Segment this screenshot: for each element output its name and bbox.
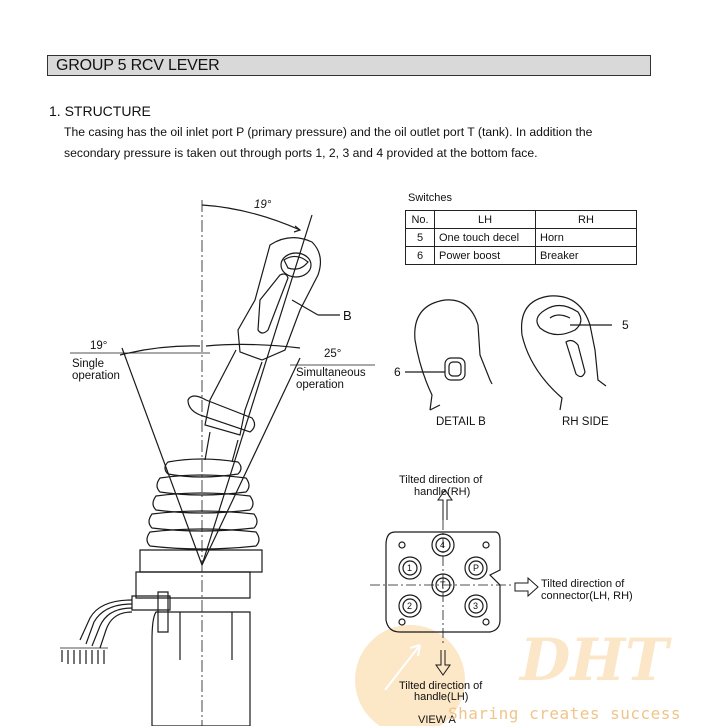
tilt-connector-label-2: connector(LH, RH)	[541, 590, 633, 602]
table-header-row: No. LH RH	[405, 210, 637, 229]
table-row: 5 One touch decel Horn	[405, 228, 637, 247]
group-title: GROUP 5 RCV LEVER	[56, 57, 220, 74]
watermark-logo: DHT	[355, 625, 672, 726]
view-a-drawing	[370, 489, 539, 676]
table-cell: Horn	[535, 228, 637, 247]
callout-6: 6	[394, 365, 401, 379]
angle-simultaneous-label: 25°	[324, 348, 342, 360]
group-title-bar: GROUP 5 RCV LEVER	[47, 55, 651, 76]
single-operation-label-1: Single	[72, 358, 104, 370]
tilt-handle-lh-label-1: Tilted direction of	[399, 680, 483, 692]
lever-assembly	[60, 200, 375, 726]
callout-5: 5	[622, 318, 629, 332]
tilt-handle-rh-label-1: Tilted direction of	[399, 474, 483, 486]
column-header-no: No.	[405, 210, 435, 229]
port-label: T	[440, 580, 446, 590]
paragraph-line-2: secondary pressure is taken out through …	[64, 146, 538, 160]
detail-b-label: DETAIL B	[436, 416, 486, 428]
port-label: 4	[440, 540, 446, 550]
tilt-connector-label-1: Tilted direction of	[541, 578, 625, 590]
switches-caption: Switches	[408, 192, 453, 204]
rh-side-label: RH SIDE	[562, 416, 609, 428]
angle-single-label: 19°	[90, 340, 108, 352]
port-label: 3	[473, 601, 479, 611]
svg-text:DHT: DHT	[518, 626, 672, 694]
structure-paragraph: The casing has the oil inlet port P (pri…	[64, 122, 664, 164]
single-operation-label-2: operation	[72, 370, 120, 382]
table-cell: Power boost	[434, 246, 536, 265]
port-label: P	[473, 563, 480, 573]
callout-b: B	[343, 308, 352, 323]
simultaneous-operation-label-1: Simultaneous	[296, 367, 366, 379]
table-cell: Breaker	[535, 246, 637, 265]
tilt-handle-rh-label-2: handle(RH)	[414, 486, 471, 498]
view-a-label: VIEW A	[418, 714, 456, 726]
table-cell: 6	[405, 246, 435, 265]
paragraph-line-1: The casing has the oil inlet port P (pri…	[64, 125, 593, 139]
angle-top-label: 19°	[254, 199, 272, 211]
detail-b-drawing	[405, 299, 493, 411]
port-label: 2	[407, 601, 413, 611]
switches-table: No. LH RH 5 One touch decel Horn 6 Power…	[405, 210, 637, 265]
table-row: 6 Power boost Breaker	[405, 246, 637, 265]
tilt-handle-lh-label-2: handle(LH)	[414, 691, 469, 703]
watermark-tagline: Sharing creates success	[448, 704, 682, 723]
port-label: 1	[407, 563, 413, 573]
rh-side-drawing	[520, 295, 612, 411]
simultaneous-operation-label-2: operation	[296, 379, 344, 391]
section-title: 1. STRUCTURE	[49, 103, 151, 119]
